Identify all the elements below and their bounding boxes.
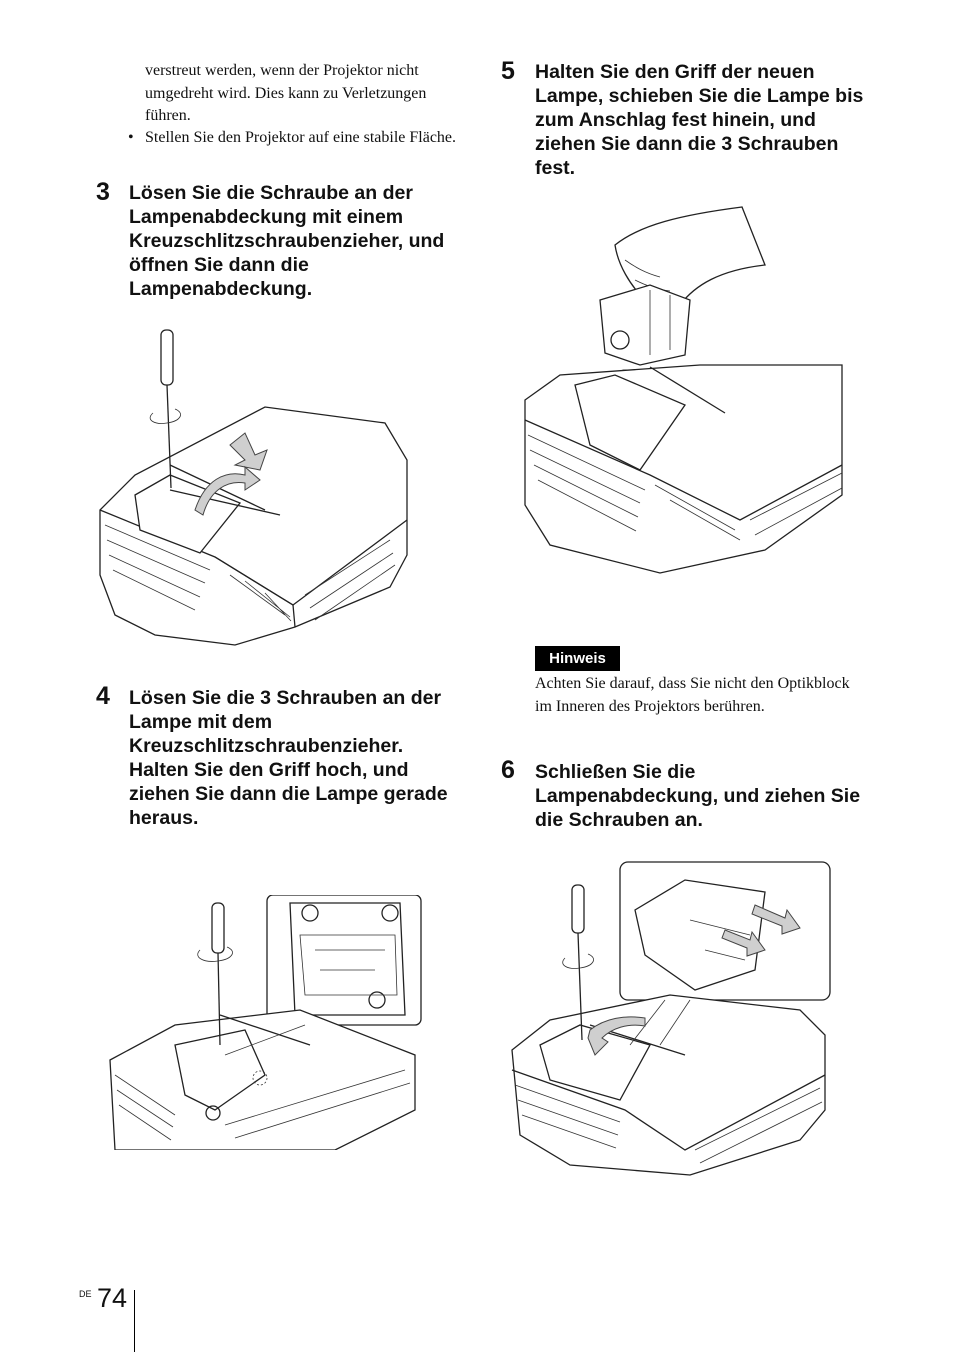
bullet-text: Stellen Sie den Projektor auf eine stabi… xyxy=(145,129,457,146)
note-text: Achten Sie darauf, dass Sie nicht den Op… xyxy=(535,675,850,715)
step-5-text: Halten Sie den Griff der neuen Lampe, sc… xyxy=(535,61,864,179)
step-5-illustration xyxy=(524,206,843,574)
step-3-text: Lösen Sie die Schraube an der Lampenabde… xyxy=(129,182,445,300)
step-6-text: Schließen Sie die Lampenabdeckung, und z… xyxy=(535,761,861,831)
footer-language: DE xyxy=(79,1289,92,1299)
step-4-illustration xyxy=(109,895,422,1150)
intro-continuation-text: verstreut werden, wenn der Projektor nic… xyxy=(145,62,427,124)
page-number: 74 xyxy=(97,1283,128,1313)
step-4-number: 4 xyxy=(96,682,110,710)
note-label: Hinweis xyxy=(535,646,620,671)
step-3-illustration xyxy=(99,329,408,646)
step-4-text: Lösen Sie die 3 Schrauben an der Lampe m… xyxy=(129,687,448,829)
step-5-number: 5 xyxy=(501,57,515,85)
step-6-number: 6 xyxy=(501,756,515,784)
footer-divider xyxy=(134,1290,135,1352)
step-6-illustration xyxy=(511,861,831,1176)
step-3-number: 3 xyxy=(96,178,110,206)
bullet-symbol: • xyxy=(128,129,134,146)
